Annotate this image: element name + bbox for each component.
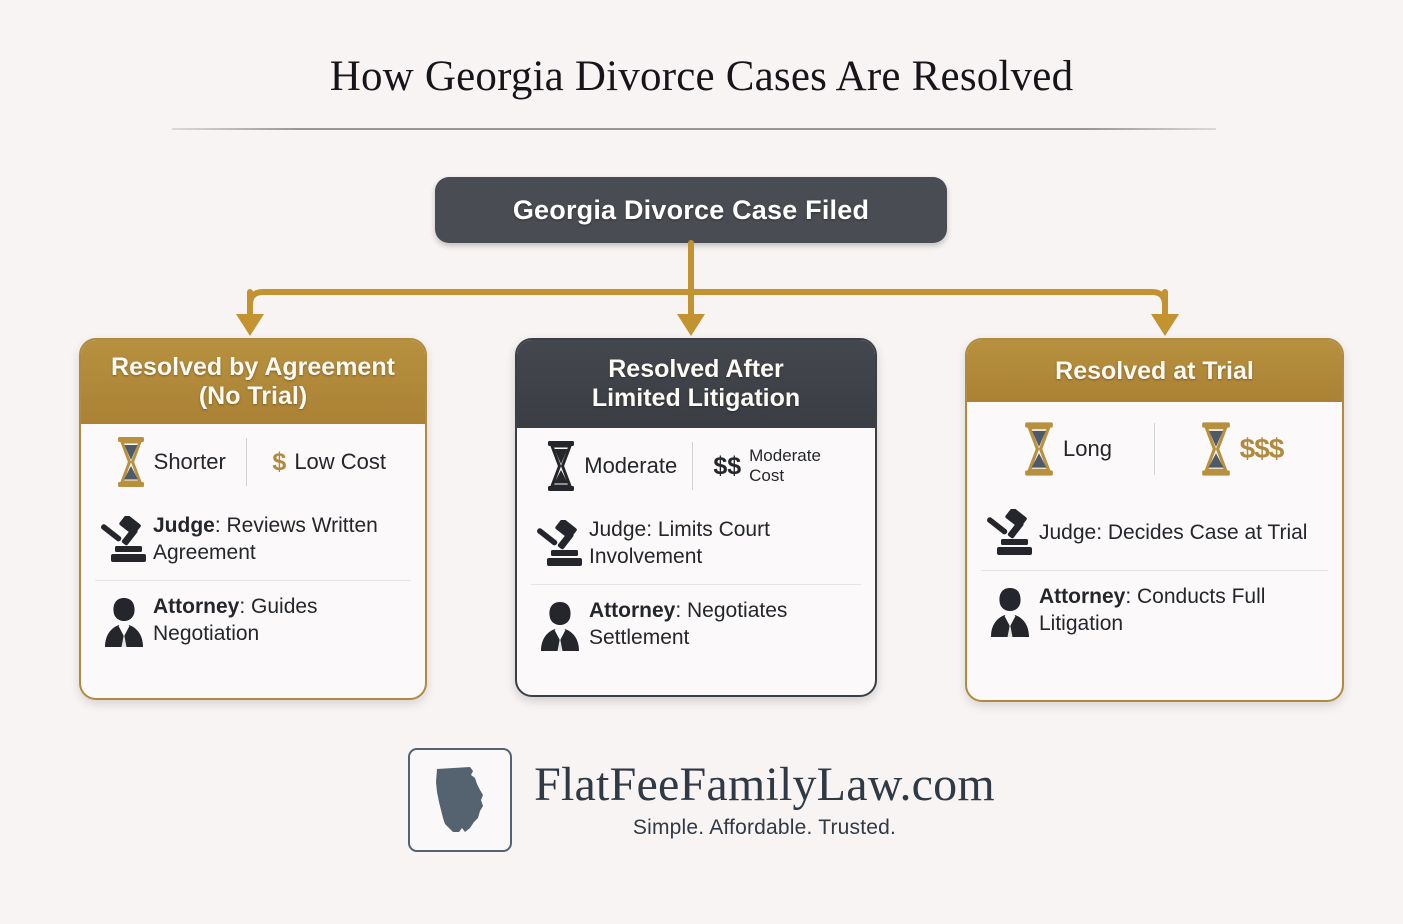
card-row-judge-label: Judge bbox=[1039, 520, 1097, 544]
metric-duration-label: Moderate bbox=[584, 453, 678, 478]
metric-duration: Shorter bbox=[95, 436, 246, 488]
metric-cost-label: Low Cost bbox=[294, 449, 387, 474]
metrics-row: Moderate $$ Moderate Cost bbox=[531, 428, 861, 504]
card-row-attorney-text: Attorney: Negotiates Settlement bbox=[589, 598, 788, 649]
card-row-attorney-label: Attorney bbox=[1039, 585, 1126, 608]
dollar-icon: $$ bbox=[713, 451, 742, 480]
title-divider bbox=[172, 128, 1216, 130]
card-row-attorney-value: Guides Negotiation bbox=[153, 594, 318, 645]
card-row-judge-value: Decides Case at Trial bbox=[1107, 520, 1308, 544]
metric-cost: $$ Moderate Cost bbox=[693, 446, 861, 487]
metric-cost: $ Low Cost bbox=[247, 448, 411, 477]
card-row-attorney-text: Attorney: Guides Negotiation bbox=[153, 594, 318, 645]
metric-duration: Moderate bbox=[531, 440, 692, 492]
logo-badge bbox=[408, 748, 513, 852]
card-row-judge: Judge: Limits Court Involvement bbox=[531, 504, 861, 584]
arrowhead-left-icon bbox=[236, 314, 264, 336]
card-row-judge-text: Judge: Limits Court Involvement bbox=[589, 518, 770, 568]
card-header-line-2: Limited Litigation bbox=[591, 384, 801, 412]
card-row-attorney-text: Attorney: Conducts Full Litigation bbox=[1039, 585, 1266, 635]
gavel-icon bbox=[531, 519, 589, 568]
card-resolved-by-agreement[interactable]: Resolved by Agreement (No Trial) bbox=[79, 338, 427, 700]
card-row-attorney: Attorney: Guides Negotiation bbox=[95, 579, 411, 661]
brand-tagline: Simple. Affordable. Trusted. bbox=[632, 815, 897, 839]
card-body-resolved-by-agreement: Shorter $ Low Cost bbox=[81, 424, 425, 698]
metrics-row: Shorter $ Low Cost bbox=[95, 424, 411, 500]
card-header-line-1: Resolved by Agreement bbox=[111, 353, 395, 381]
attorney-icon bbox=[95, 595, 153, 647]
card-row-judge-value: Reviews Written Agreement bbox=[153, 514, 378, 564]
card-row-judge-text: Judge: Reviews Written Agreement bbox=[153, 514, 378, 564]
brand-name: FlatFeeFamilyLaw.com bbox=[534, 758, 995, 812]
card-body-resolved-after-limited-litigation: Moderate $$ Moderate Cost bbox=[517, 428, 875, 695]
gavel-icon bbox=[981, 509, 1039, 557]
metric-cost-label: Moderate Cost bbox=[749, 445, 821, 485]
card-row-judge: Judge: Decides Case at Trial bbox=[981, 496, 1328, 570]
metrics-row: Long $$$ bbox=[981, 402, 1328, 496]
metric-duration-label: Long bbox=[1063, 436, 1112, 461]
arrowhead-right-icon bbox=[1151, 314, 1179, 336]
card-row-attorney-label: Attorney bbox=[589, 598, 676, 622]
metric-divider bbox=[692, 442, 694, 490]
root-node-georgia-divorce-case-filed[interactable]: Georgia Divorce Case Filed bbox=[435, 177, 947, 243]
hourglass-icon bbox=[1023, 421, 1055, 477]
card-row-judge-label: Judge bbox=[153, 514, 215, 537]
georgia-state-outline-icon bbox=[436, 767, 484, 832]
attorney-icon bbox=[531, 599, 589, 651]
card-row-judge-label: Judge bbox=[589, 518, 647, 541]
card-row-attorney: Attorney: Negotiates Settlement bbox=[531, 583, 861, 665]
card-row-attorney-label: Attorney bbox=[153, 594, 240, 618]
dollar-icon: $ bbox=[272, 447, 287, 476]
metric-duration: Long bbox=[981, 421, 1154, 477]
connector-horizontal-bus bbox=[247, 289, 1168, 308]
logo-text-block: FlatFeeFamilyLaw.com Simple. Affordable.… bbox=[534, 758, 995, 839]
card-header-resolved-by-agreement: Resolved by Agreement (No Trial) bbox=[81, 340, 425, 424]
card-row-attorney: Attorney: Conducts Full Litigation bbox=[981, 570, 1328, 651]
arrowhead-middle-icon bbox=[677, 314, 705, 336]
card-header-line-2: (No Trial) bbox=[198, 382, 308, 410]
footer-logo[interactable]: FlatFeeFamilyLaw.com Simple. Affordable.… bbox=[0, 748, 1403, 852]
hourglass-icon bbox=[546, 440, 576, 492]
card-row-attorney-value: Negotiates Settlement bbox=[589, 598, 788, 649]
gavel-icon bbox=[95, 515, 153, 564]
card-row-judge: Judge: Reviews Written Agreement bbox=[95, 500, 411, 580]
hourglass-icon bbox=[116, 436, 146, 488]
card-row-attorney-value: Conducts Full Litigation bbox=[1039, 585, 1266, 635]
card-row-judge-value: Limits Court Involvement bbox=[589, 518, 770, 568]
card-resolved-after-limited-litigation[interactable]: Resolved After Limited Litigation bbox=[515, 338, 877, 697]
root-node-label: Georgia Divorce Case Filed bbox=[512, 194, 870, 225]
metric-duration-label: Shorter bbox=[153, 449, 226, 474]
card-header-line-1: Resolved at Trial bbox=[1055, 356, 1254, 385]
attorney-icon bbox=[981, 585, 1039, 637]
metric-cost: $$$ bbox=[1155, 421, 1328, 477]
card-resolved-at-trial[interactable]: Resolved at Trial Long bbox=[965, 338, 1344, 702]
card-header-resolved-after-limited-litigation: Resolved After Limited Litigation bbox=[517, 340, 875, 428]
card-header-line-1: Resolved After bbox=[608, 355, 784, 383]
card-header-resolved-at-trial: Resolved at Trial bbox=[967, 340, 1342, 402]
hourglass-icon bbox=[1200, 421, 1232, 477]
page-title: How Georgia Divorce Cases Are Resolved bbox=[329, 53, 1074, 100]
metric-divider bbox=[1154, 423, 1155, 475]
metric-divider bbox=[246, 438, 248, 486]
dollar-icon: $$$ bbox=[1239, 433, 1285, 464]
card-row-judge-text: Judge: Decides Case at Trial bbox=[1039, 520, 1308, 544]
card-body-resolved-at-trial: Long $$$ bbox=[967, 402, 1342, 700]
